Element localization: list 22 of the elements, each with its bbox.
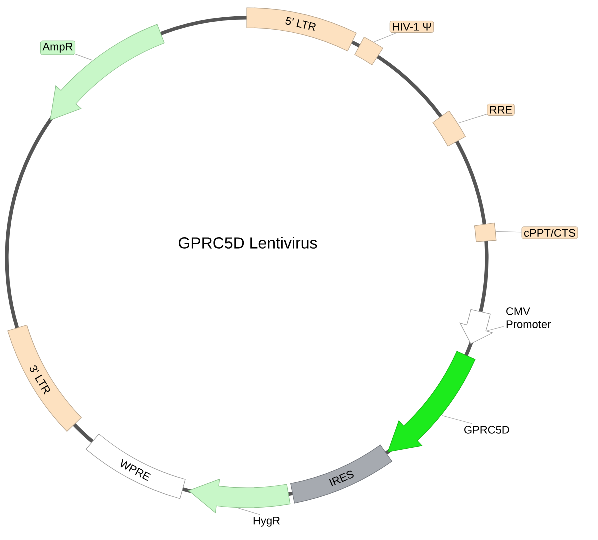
feature-label: RRE (487, 104, 515, 116)
leader-line (238, 508, 260, 516)
gene-feature (460, 309, 494, 344)
feature-label: HIV-1 Ψ (390, 20, 434, 34)
feature-box (354, 36, 384, 66)
feature-box (432, 110, 466, 147)
leader-line (486, 326, 504, 332)
feature-box (474, 222, 497, 242)
feature-label: CMV Promoter (506, 308, 552, 328)
feature-label: HygR (254, 517, 280, 527)
leader-line (75, 54, 93, 61)
leader-line (374, 32, 398, 42)
leader-line (458, 114, 488, 124)
gene-feature (188, 479, 291, 514)
feature-label: GPRC5D (464, 426, 510, 434)
feature-box: IRES (290, 444, 392, 504)
feature-label: AmpR (40, 40, 76, 56)
leader-line (442, 415, 473, 424)
leader-line (496, 232, 522, 233)
map-title: GPRC5D Lentivirus (179, 237, 318, 249)
feature-box: 5' LTR (246, 8, 357, 52)
feature-label: cPPT/CTS (522, 226, 578, 240)
